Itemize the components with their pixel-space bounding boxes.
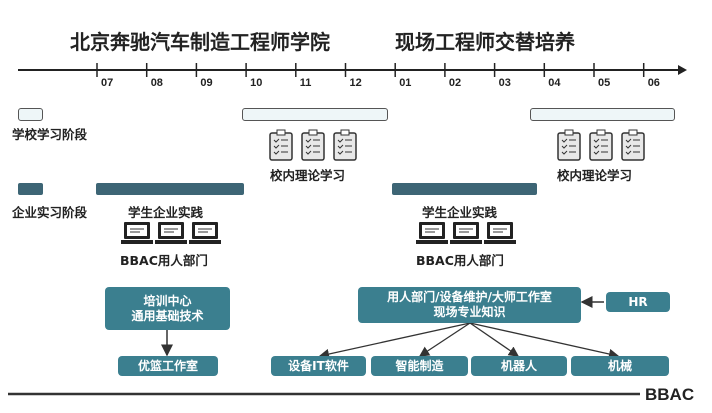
clipboard-icon	[589, 129, 613, 161]
legend-enterprise-swatch	[18, 183, 43, 195]
legend-school-label: 学校学习阶段	[12, 127, 88, 142]
computer-icon	[450, 222, 482, 244]
training-center-box: 培训中心 通用基础技术	[105, 287, 230, 330]
child-box-it: 设备IT软件	[271, 356, 366, 376]
axis-arrow-icon	[678, 65, 687, 75]
youlan-box: 优篮工作室	[118, 356, 218, 376]
month-label: 08	[150, 77, 163, 89]
right-title: 现场工程师交替培养	[395, 30, 575, 54]
training-line2: 通用基础技术	[131, 308, 204, 323]
main-line1: 用人部门/设备维护/大师工作室	[387, 290, 552, 304]
clipboard-icon	[621, 129, 645, 161]
footer-brand: BBAC	[645, 385, 695, 404]
month-label: 10	[250, 77, 263, 89]
practice-label-1: 学生企业实践	[128, 205, 204, 220]
computer-icon	[121, 222, 153, 244]
month-label: 11	[299, 77, 312, 89]
month-label: 07	[101, 77, 114, 89]
main-line2: 现场专业知识	[433, 305, 506, 319]
clipboard-icon	[269, 129, 293, 161]
computer-icon	[484, 222, 516, 244]
enterprise-bar-1	[96, 183, 244, 195]
child-box-robot: 机器人	[471, 356, 567, 376]
practice-label-2: 学生企业实践	[422, 205, 498, 220]
arrow-main-mech	[469, 322, 620, 360]
training-line1: 培训中心	[143, 293, 192, 308]
legend-school-swatch	[18, 108, 43, 121]
computer-icon	[189, 222, 221, 244]
dept-label-2: BBAC用人部门	[416, 253, 504, 268]
month-label: 01	[399, 77, 412, 89]
month-label: 02	[448, 77, 462, 89]
child-box-mech: 机械	[571, 356, 669, 376]
child-box-smart: 智能制造	[371, 356, 468, 376]
school-theory-label-1: 校内理论学习	[270, 168, 346, 183]
left-title: 北京奔驰汽车制造工程师学院	[70, 30, 330, 54]
timeline-ticks	[96, 63, 645, 77]
school-bar-2	[530, 108, 675, 121]
arrow-main-robot	[469, 322, 520, 357]
computer-icon	[416, 222, 448, 244]
main-dept-box: 用人部门/设备维护/大师工作室 现场专业知识	[358, 287, 581, 323]
month-label: 05	[598, 77, 611, 89]
school-theory-label-2: 校内理论学习	[557, 168, 633, 183]
arrow-main-smart	[418, 322, 471, 357]
enterprise-bar-2	[392, 183, 537, 195]
month-label: 12	[349, 77, 362, 89]
month-label: 03	[498, 77, 511, 89]
legend-enterprise-label: 企业实习阶段	[12, 205, 88, 220]
hr-box: HR	[606, 292, 670, 312]
clipboard-icon	[333, 129, 357, 161]
arrow-main-it	[318, 322, 471, 360]
month-label: 09	[200, 77, 213, 89]
school-bar-1	[242, 108, 388, 121]
dept-label-1: BBAC用人部门	[120, 253, 208, 268]
month-label: 06	[647, 77, 660, 89]
month-label: 04	[548, 77, 561, 89]
computer-icon	[155, 222, 187, 244]
clipboard-icon	[301, 129, 325, 161]
clipboard-icon	[557, 129, 581, 161]
